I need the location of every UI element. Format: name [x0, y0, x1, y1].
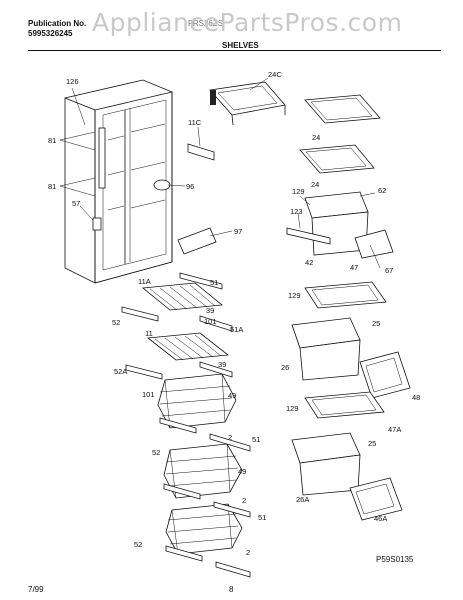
callout-129a: 129	[292, 187, 305, 196]
callout-26a: 26A	[296, 495, 309, 504]
callout-26: 26	[281, 363, 289, 372]
callout-62: 62	[378, 186, 386, 195]
callout-81a: 81	[48, 136, 56, 145]
callout-81b: 81	[48, 182, 56, 191]
crisper-pan-2	[291, 432, 361, 496]
wire-basket-1	[157, 373, 237, 429]
publication-number: 5995326245	[28, 29, 73, 38]
callout-42: 42	[305, 258, 313, 267]
callout-47a: 47A	[388, 425, 401, 434]
callout-46a: 46A	[374, 514, 387, 523]
crisper-cover-2	[304, 391, 385, 419]
callout-67: 67	[385, 266, 393, 275]
callout-39b: 39	[218, 360, 226, 369]
callout-123: 123	[290, 207, 303, 216]
glass-shelf-lower	[299, 144, 375, 174]
callout-25a: 25	[372, 319, 380, 328]
callout-126: 126	[66, 77, 79, 86]
callout-52A: 52A	[114, 367, 127, 376]
crisper-cover-1	[304, 281, 387, 309]
callout-52c: 52	[134, 540, 142, 549]
crisper-front-2	[349, 477, 403, 521]
top-crisper-shelf	[209, 81, 286, 126]
header-rule	[28, 50, 441, 51]
callout-49a: 49	[228, 391, 236, 400]
callout-97: 97	[234, 227, 242, 236]
diagram-code: P59S0135	[376, 555, 414, 564]
callout-11a: 11A	[138, 277, 151, 286]
callout-96: 96	[186, 182, 194, 191]
callout-51A: 51A	[230, 325, 243, 334]
glass-shelf-upper	[304, 94, 381, 124]
callout-52b: 52	[152, 448, 160, 457]
callout-11c: 11C	[188, 118, 202, 127]
publication-label: Publication No.	[28, 19, 87, 28]
callout-11: 11	[145, 329, 153, 338]
wire-basket-3	[165, 503, 243, 555]
basket-slides	[159, 417, 251, 578]
callout-101b: 101	[142, 390, 155, 399]
model-text: FRS26ZS	[188, 19, 224, 28]
callout-49b: 49	[238, 467, 246, 476]
callout-24b: 24	[311, 180, 319, 189]
callout-48: 48	[412, 393, 420, 402]
callout-25b: 25	[368, 439, 376, 448]
crisper-pan-1	[291, 317, 361, 381]
callout-101a: 101	[204, 317, 217, 326]
callout-129c: 129	[286, 404, 299, 413]
leader-lines	[59, 77, 381, 269]
wire-shelf-lower	[146, 332, 230, 361]
callout-129b: 129	[288, 291, 301, 300]
callout-57: 57	[72, 199, 80, 208]
watermark: AppliancePartsPros.com	[92, 8, 403, 37]
page-number: 8	[229, 585, 234, 594]
callout-labels: 126 81 81 57 96 97 11C 24C 24 24 129 62 …	[48, 70, 420, 557]
cabinet	[64, 79, 173, 284]
callout-51c: 51	[258, 513, 266, 522]
callout-51b: 51	[252, 435, 260, 444]
wire-shelf-upper	[141, 282, 224, 311]
callout-2c: 2	[246, 548, 250, 557]
callout-2a: 2	[228, 433, 232, 442]
callout-47: 47	[350, 263, 358, 272]
deli-drawer	[286, 191, 394, 259]
callout-39a: 39	[206, 306, 214, 315]
footer-date: 7/99	[28, 585, 44, 594]
callout-52a: 52	[112, 318, 120, 327]
callout-24a: 24	[312, 133, 320, 142]
callout-24c: 24C	[268, 70, 282, 79]
callout-51a: 51	[210, 278, 218, 287]
section-title: SHELVES	[222, 41, 259, 50]
crisper-front-1	[359, 351, 411, 399]
callout-2b: 2	[242, 496, 246, 505]
small-bracket	[187, 143, 215, 161]
shelf-rails	[121, 227, 233, 380]
